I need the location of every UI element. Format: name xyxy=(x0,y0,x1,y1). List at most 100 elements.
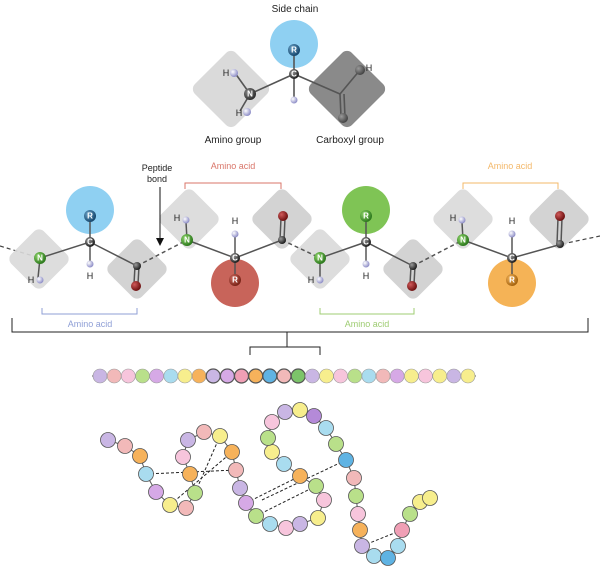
amino-acid-label-1: Amino acid xyxy=(211,161,256,171)
hydrogen-atom xyxy=(86,260,94,268)
bead xyxy=(262,368,278,384)
linear-bead-chain xyxy=(92,368,476,384)
bead xyxy=(148,484,164,500)
hydrogen-atom xyxy=(36,276,44,284)
r-atom-label: R xyxy=(232,276,238,285)
bead xyxy=(308,478,324,494)
h-label: H xyxy=(308,275,315,285)
bead xyxy=(404,368,419,384)
h-label: H xyxy=(366,63,373,73)
n-atom-label: N xyxy=(247,90,253,99)
bead xyxy=(318,420,334,436)
bead xyxy=(394,522,410,538)
bead xyxy=(175,449,191,465)
h-label: H xyxy=(363,271,370,281)
bracket-amino-acid-2 xyxy=(41,308,138,315)
oxygen-atom xyxy=(407,281,417,291)
hydrogen-bond xyxy=(194,435,221,494)
carbonyl-carbon-atom xyxy=(556,240,564,248)
bead xyxy=(352,522,368,538)
carbonyl-carbon-atom xyxy=(409,262,417,270)
bead xyxy=(390,538,406,554)
bead xyxy=(276,456,292,472)
n-atom-label: N xyxy=(317,254,323,263)
bead xyxy=(228,462,244,478)
bead xyxy=(306,408,322,424)
bead xyxy=(182,466,198,482)
bead xyxy=(422,490,438,506)
bead xyxy=(278,520,294,536)
hydrogen-atom xyxy=(458,216,466,224)
h-label: H xyxy=(236,108,243,118)
bead xyxy=(196,424,212,440)
amino-acid-structure: Side chain R C N H H H Amino group C xyxy=(192,4,386,146)
hydrogen-bond xyxy=(245,475,301,504)
bead xyxy=(319,368,334,384)
carboxyl-group-label: Carboxyl group xyxy=(316,135,384,146)
bead xyxy=(348,488,364,504)
carbonyl-carbon-atom xyxy=(278,236,286,244)
bead xyxy=(238,495,254,511)
bead xyxy=(205,368,221,384)
bead xyxy=(292,402,308,418)
peptide-bond-label-line1: Peptide xyxy=(142,163,173,173)
r-atom xyxy=(288,44,300,56)
nitrogen-atom xyxy=(34,252,46,264)
r-atom-label: R xyxy=(509,276,515,285)
hydrogen-atom xyxy=(316,276,324,284)
bead xyxy=(350,506,366,522)
bead xyxy=(361,368,377,384)
bracket-amino-acid-4 xyxy=(319,308,415,315)
n-atom-label: N xyxy=(37,254,43,263)
nitrogen-atom xyxy=(181,234,193,246)
nitrogen-atom xyxy=(314,252,326,264)
hydrogen-atom xyxy=(182,216,190,224)
alpha-carbon-atom xyxy=(507,253,517,263)
folded-bead-chain xyxy=(100,402,438,566)
bead xyxy=(248,368,264,384)
bead xyxy=(262,516,278,532)
bead xyxy=(460,368,476,384)
c-atom-label: C xyxy=(509,254,515,263)
bead xyxy=(219,368,235,384)
bead xyxy=(264,414,280,430)
bead xyxy=(121,368,136,384)
carbonyl-oxygen-atom xyxy=(338,113,348,123)
bead xyxy=(106,368,122,384)
bead xyxy=(178,500,194,516)
bead xyxy=(304,368,320,384)
bead xyxy=(380,550,396,566)
nitrogen-atom xyxy=(457,234,469,246)
group-boxes xyxy=(9,189,589,299)
hydrogen-atom xyxy=(290,96,298,104)
oxygen-atom xyxy=(555,211,565,221)
bead xyxy=(310,510,326,526)
bead xyxy=(135,368,150,384)
amino-acid-label-3: Amino acid xyxy=(488,161,533,171)
arrow-head xyxy=(156,238,164,246)
r-atom-label: R xyxy=(87,212,93,221)
bead xyxy=(187,485,203,501)
bead xyxy=(138,466,154,482)
alpha-carbon-atom xyxy=(289,69,299,79)
n-atom-label: N xyxy=(184,236,190,245)
hydrogen-atom xyxy=(243,108,251,116)
bead xyxy=(232,480,248,496)
bead xyxy=(191,368,207,384)
hydrogen-atom xyxy=(231,230,239,238)
bracket-amino-acid-1 xyxy=(184,182,282,189)
h-label: H xyxy=(223,68,230,78)
bead xyxy=(292,516,308,532)
amino-group-label: Amino group xyxy=(205,135,262,146)
bead xyxy=(366,548,382,564)
h-label: H xyxy=(28,275,35,285)
bead xyxy=(389,368,405,384)
amino-group-box xyxy=(192,50,270,128)
h-label: H xyxy=(87,271,94,281)
bead xyxy=(290,368,306,384)
bead xyxy=(100,432,116,448)
bead xyxy=(316,492,332,508)
h-label: H xyxy=(232,216,239,226)
bead xyxy=(224,444,240,460)
